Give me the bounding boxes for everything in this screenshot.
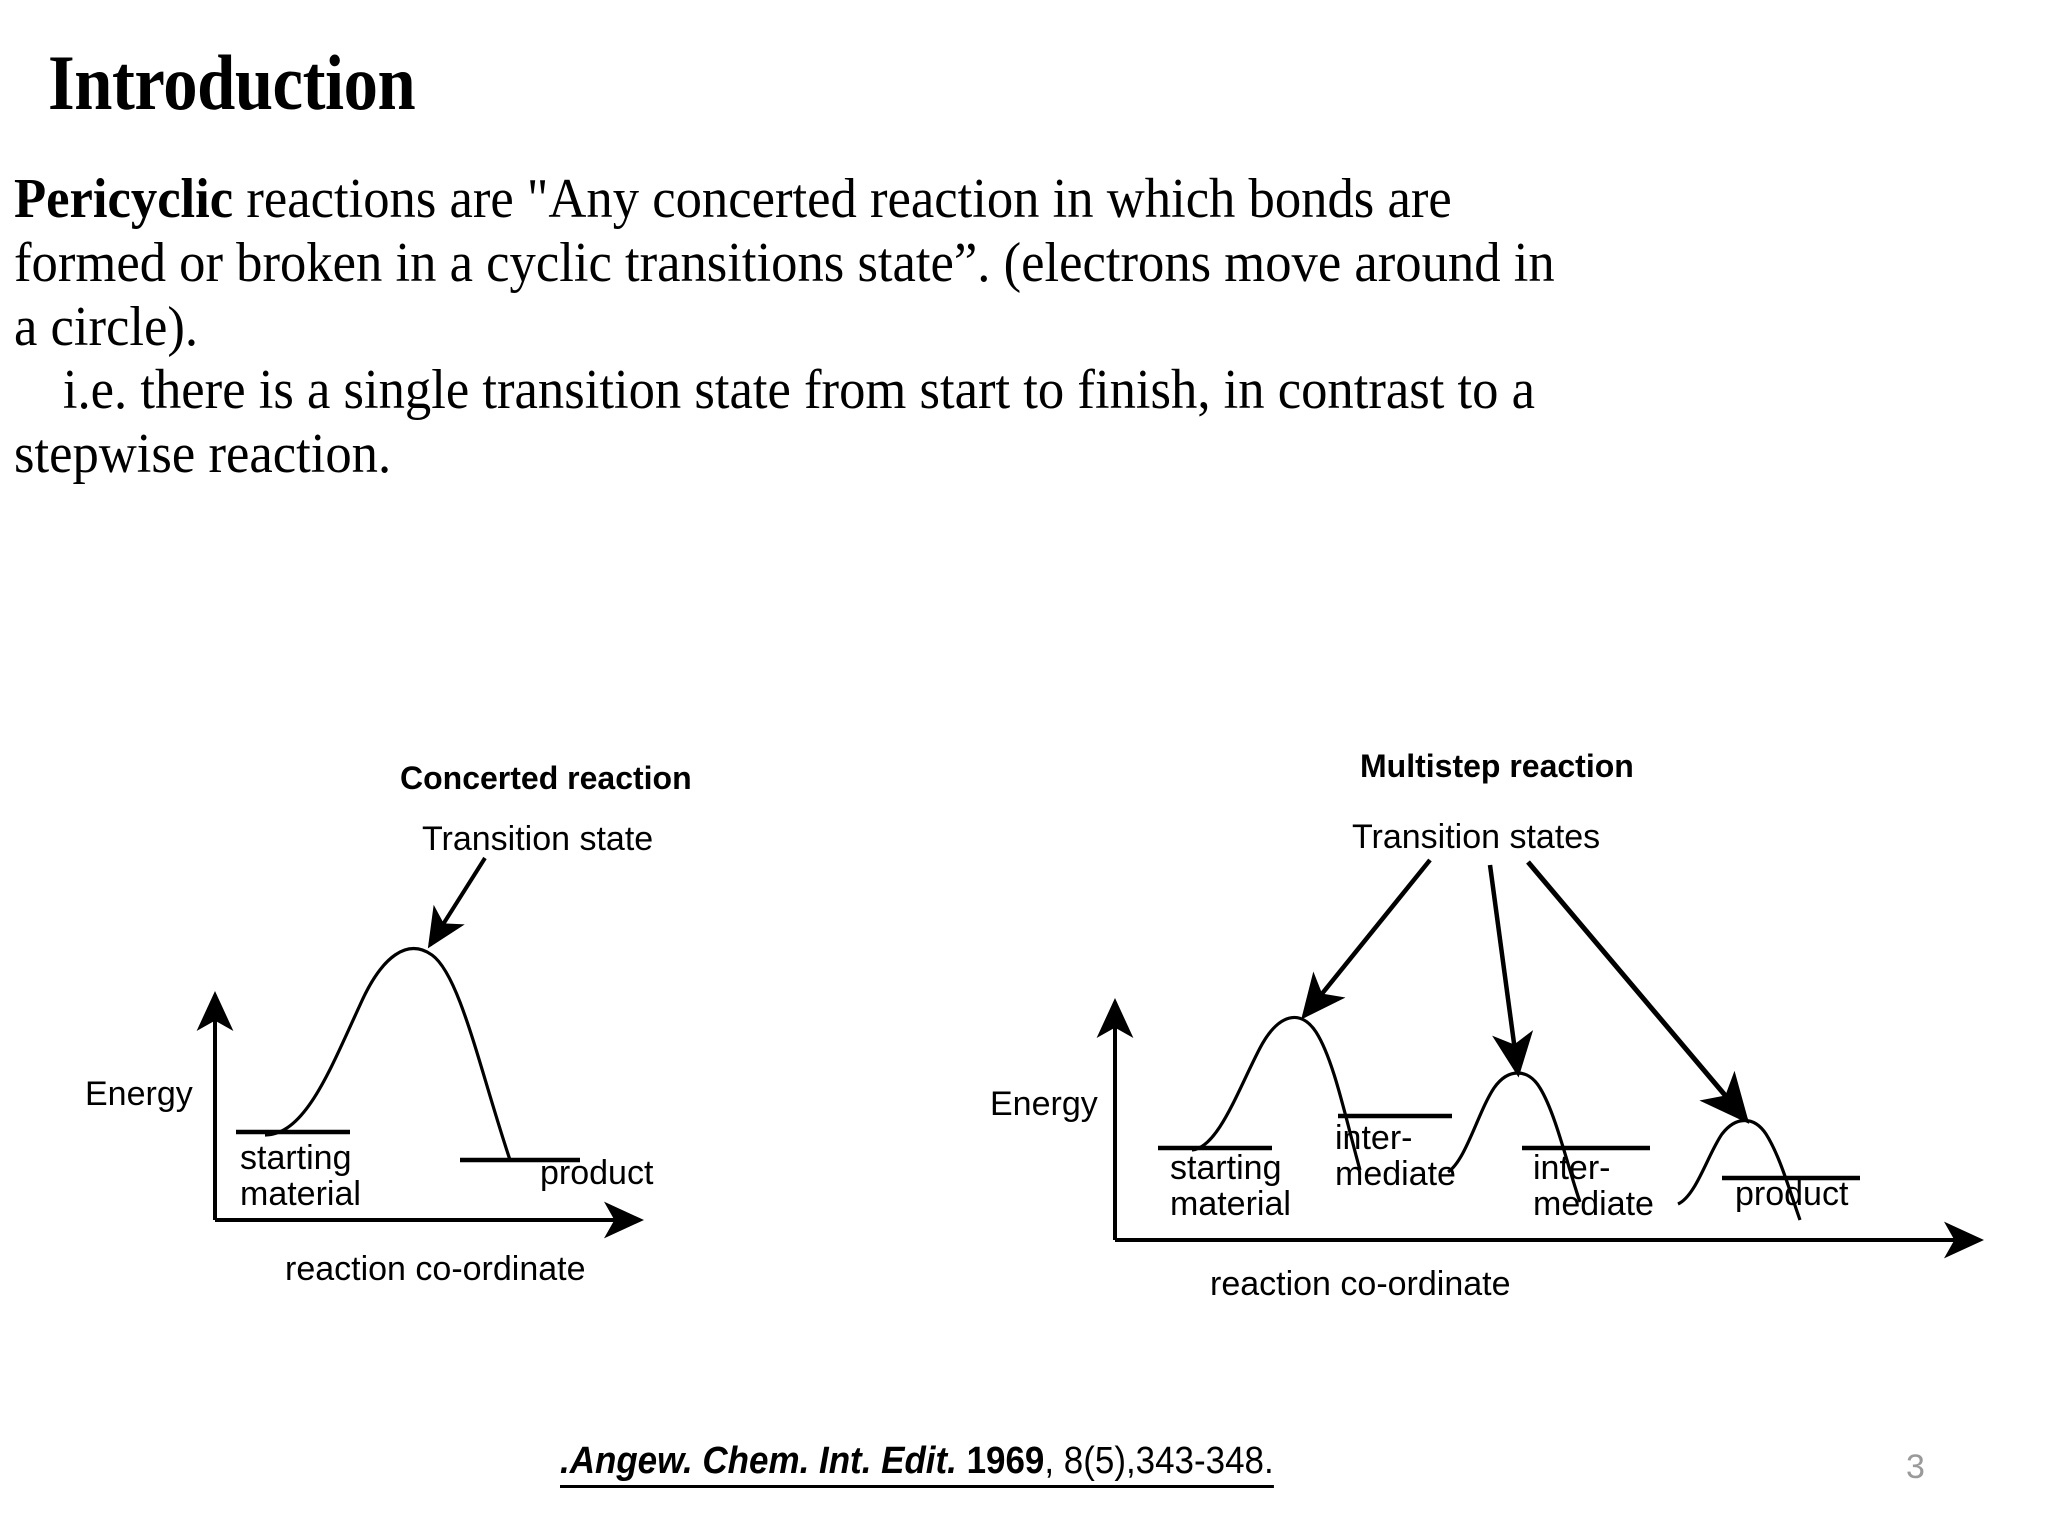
paragraph2-line1-text: i.e. there is a single transition state …	[62, 359, 1536, 422]
citation-journal: .Angew. Chem. Int. Edit.	[560, 1440, 957, 1482]
multistep-transition-states-annotation: Transition states	[1352, 818, 1601, 856]
concerted-y-axis-label: Energy	[85, 1075, 193, 1113]
multistep-diagram-title: Multistep reaction	[1360, 748, 1634, 784]
multistep-level-label-intermediate-2: inter- mediate	[1533, 1150, 1654, 1222]
multistep-curve-segment-2	[1446, 1071, 1582, 1203]
ms-intermediate2-line2: mediate	[1533, 1185, 1654, 1224]
page-title: Introduction	[48, 39, 416, 126]
multistep-curve-segment-3	[1677, 1118, 1802, 1221]
multistep-transition-state-arrow-1	[1301, 858, 1432, 1020]
citation-rest: , 8(5),343-348.	[1044, 1440, 1274, 1482]
multistep-x-axis-label: reaction co-ordinate	[1210, 1265, 1511, 1303]
ms-starting-material-line1: starting	[1170, 1149, 1282, 1187]
multistep-level-label-intermediate-1: inter- mediate	[1335, 1120, 1456, 1192]
ms-intermediate1-line2: mediate	[1335, 1155, 1456, 1194]
paragraph1-line3: a circle).	[14, 295, 199, 358]
paragraph1-line2: formed or broken in a cyclic transitions…	[14, 231, 1555, 294]
paragraph2-line1: i.e. there is a single transition state …	[14, 359, 1913, 423]
concerted-diagram-title: Concerted reaction	[400, 760, 692, 796]
starting-material-line1: starting	[240, 1139, 352, 1177]
paragraph1-line1: Pericyclic reactions are "Any concerted …	[14, 168, 1913, 232]
concerted-transition-state-annotation: Transition state	[422, 820, 654, 858]
paragraph1-line1-text: reactions are "Any concerted reaction in…	[233, 168, 1452, 230]
concerted-reaction-diagram: Concerted reaction Transition state Ener…	[60, 740, 960, 1360]
multistep-level-label-starting-material: starting material	[1170, 1150, 1291, 1222]
pericyclic-keyword: Pericyclic	[14, 168, 234, 230]
citation-reference: .Angew. Chem. Int. Edit. 1969, 8(5),343-…	[560, 1440, 1274, 1488]
starting-material-line2: material	[240, 1175, 361, 1214]
concerted-energy-curve	[264, 947, 512, 1161]
concerted-level-label-starting-material: starting material	[240, 1140, 361, 1212]
page-number: 3	[1906, 1448, 1925, 1486]
concerted-x-axis-label: reaction co-ordinate	[285, 1250, 586, 1288]
citation-year: 1969	[956, 1440, 1045, 1482]
body-text-block: Pericyclic reactions are "Any concerted …	[14, 168, 2034, 487]
multistep-curve-segment-1	[1191, 1015, 1362, 1171]
multistep-reaction-plot	[1096, 858, 1984, 1259]
multistep-transition-state-arrow-2	[1487, 864, 1534, 1078]
paragraph2-line2: stepwise reaction.	[14, 423, 392, 486]
multistep-y-axis-label: Energy	[990, 1085, 1098, 1123]
ms-starting-material-line2: material	[1170, 1185, 1291, 1224]
concerted-transition-state-arrow	[427, 856, 487, 949]
concerted-reaction-plot	[196, 856, 644, 1239]
multistep-reaction-diagram: Multistep reaction Transition states Ene…	[960, 730, 2030, 1370]
multistep-transition-state-arrow-3	[1526, 860, 1750, 1124]
